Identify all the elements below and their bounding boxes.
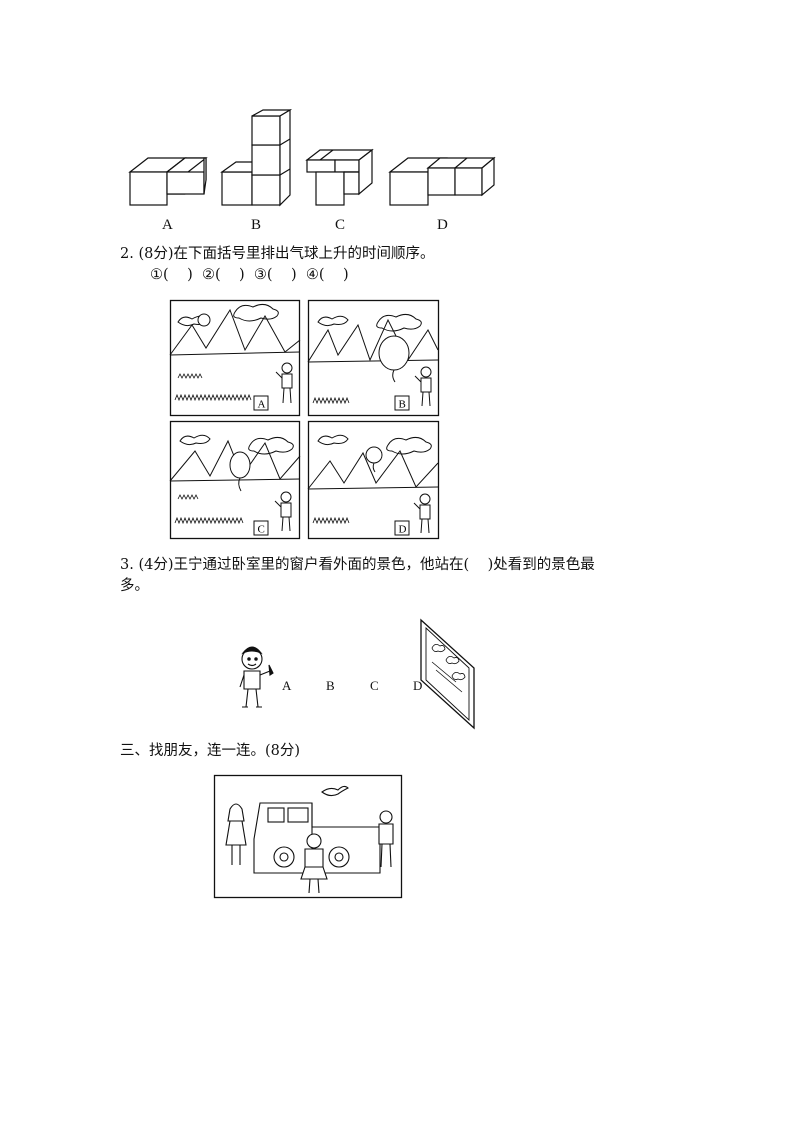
- balloon-panel-c: C: [169, 420, 301, 540]
- panel-c-letter: C: [258, 524, 265, 536]
- cube-figure-a: [128, 157, 208, 206]
- panel-d-letter: D: [399, 524, 407, 536]
- q2-question: 2. (8分)在下面括号里排出气球上升的时间顺序。: [120, 246, 435, 262]
- q1-label-c: C: [335, 217, 346, 233]
- child-figure-c: [274, 491, 292, 532]
- position-c: C: [370, 678, 379, 693]
- balloon-panel-b: B: [307, 299, 440, 417]
- q1-label-b: B: [251, 217, 262, 233]
- q1-label-d: D: [437, 217, 448, 233]
- position-d: D: [413, 678, 423, 693]
- q1-label-a: A: [162, 217, 173, 233]
- boy-right-figure: [378, 810, 394, 868]
- q3-question-line2: 多。: [120, 578, 149, 594]
- q3-question-line1: 3. (4分)王宁通过卧室里的窗户看外面的景色，他站在( )处看到的景色最: [120, 557, 595, 573]
- window-figure: [420, 618, 475, 730]
- position-b: B: [326, 678, 335, 693]
- child-figure-b: [414, 366, 432, 407]
- section3-title: 三、找朋友，连一连。(8分): [120, 743, 301, 759]
- balloon-panel-a: A: [169, 299, 301, 417]
- child-center-figure: [300, 833, 328, 894]
- cube-figure-b: [220, 108, 293, 207]
- child-figure-a: [275, 362, 293, 404]
- cube-figure-c: [305, 148, 374, 206]
- girl-left-figure: [225, 803, 247, 865]
- boy-figure: [239, 646, 274, 708]
- cube-figure-d: [388, 156, 496, 206]
- panel-b-letter: B: [399, 399, 406, 411]
- q2-answer-blanks[interactable]: ①( ) ②( ) ③( ) ④( ): [150, 267, 349, 283]
- bird-icon: [321, 785, 349, 797]
- truck-scene: [213, 774, 403, 899]
- position-a: A: [282, 678, 292, 693]
- balloon-panel-d: D: [307, 420, 440, 540]
- q1-cube-figures: [128, 108, 496, 207]
- panel-a-letter: A: [258, 399, 266, 411]
- child-figure-d: [413, 493, 431, 534]
